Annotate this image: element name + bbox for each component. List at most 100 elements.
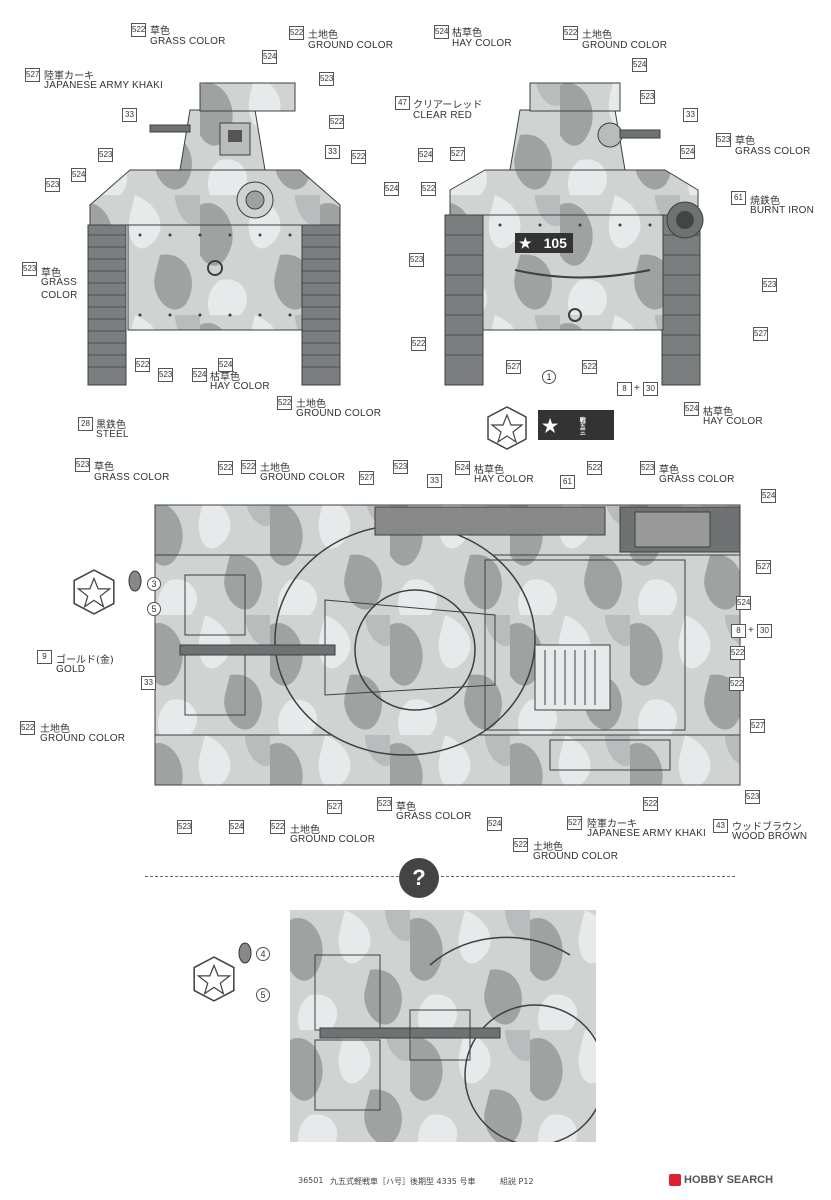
unit-emblem-icon xyxy=(73,569,115,615)
paint-code: 527 xyxy=(25,68,40,82)
paint-code: 524 xyxy=(192,368,207,382)
paint-code: 524 xyxy=(684,402,699,416)
paint-code: 522 xyxy=(277,396,292,410)
decal-number: 5 xyxy=(256,988,270,1002)
paint-name-en: GROUND COLOR xyxy=(533,851,619,862)
paint-ref: 522 xyxy=(351,150,366,164)
paint-code: 523 xyxy=(716,133,731,147)
paint-code: 522 xyxy=(289,26,304,40)
paint-ref: 522 xyxy=(411,337,426,351)
paint-ref: 523 xyxy=(640,90,655,104)
paint-name-en: GROUND COLOR xyxy=(260,472,346,483)
decal-ref: 8 xyxy=(731,624,746,638)
paint-ref: 522 xyxy=(729,677,744,691)
paint-name-en: HAY COLOR xyxy=(474,474,534,485)
paint-ref: 522 xyxy=(643,797,658,811)
paint-name-en: CLEAR RED xyxy=(413,110,473,121)
unit-emblem-icon xyxy=(193,956,235,1002)
paint-ref: 523 xyxy=(393,460,408,474)
paint-ref: 523 xyxy=(158,368,173,382)
paint-name-en: GRASS xyxy=(41,277,78,288)
paint-code: 527 xyxy=(567,816,582,830)
paint-ref: 527 xyxy=(756,560,771,574)
paint-ref: 524 xyxy=(736,596,751,610)
paint-name-jp: 土地色 xyxy=(582,30,612,41)
paint-name-jp: 陸軍カーキ xyxy=(587,819,637,830)
paint-ref: 527 xyxy=(750,719,765,733)
paint-ref: 527 xyxy=(450,147,465,161)
front-view-drawing xyxy=(87,82,341,386)
paint-code: 523 xyxy=(75,458,90,472)
paint-ref: 527 xyxy=(506,360,521,374)
paint-ref: 523 xyxy=(319,72,334,86)
paint-ref: 527 xyxy=(327,800,342,814)
emblem-decal-icon xyxy=(238,942,252,964)
paint-name-en: GROUND COLOR xyxy=(296,408,382,419)
paint-name-jp: 枯草色 xyxy=(703,407,733,418)
marking-decal: ★ 戦五三 105 xyxy=(538,410,614,468)
paint-name-en: GROUND COLOR xyxy=(290,834,376,845)
brand-name: HOBBY SEARCH xyxy=(684,1174,774,1186)
paint-code: 9 xyxy=(37,650,52,664)
paint-code: 524 xyxy=(434,25,449,39)
paint-ref: 524 xyxy=(761,489,776,503)
section-divider xyxy=(145,876,735,877)
decal-ref: 30 xyxy=(757,624,772,638)
detail-view-drawing xyxy=(290,910,596,1142)
paint-ref: 522 xyxy=(329,115,344,129)
marking-number: 105 xyxy=(543,235,567,251)
marking-number: 105 xyxy=(538,443,575,468)
decal-number: 1 xyxy=(542,370,556,384)
paint-name-en: BURNT IRON xyxy=(750,205,815,216)
decal-number: 4 xyxy=(256,947,270,961)
paint-ref: 522 xyxy=(218,461,233,475)
footer-code: 36501 xyxy=(298,1176,324,1185)
paint-name-en: GRASS COLOR xyxy=(94,472,170,483)
paint-name-en: JAPANESE ARMY KHAKI xyxy=(587,828,707,839)
paint-code: 524 xyxy=(455,461,470,475)
paint-name-jp: 草色 xyxy=(150,26,170,37)
paint-ref: 61 xyxy=(560,475,575,489)
emblem-decal-icon xyxy=(128,570,142,592)
paint-ref: 522 xyxy=(587,461,602,475)
paint-name-en: GOLD xyxy=(56,664,86,675)
paint-ref: 524 xyxy=(632,58,647,72)
paint-code: 522 xyxy=(241,460,256,474)
unit-emblem-icon xyxy=(487,406,527,450)
paint-ref: 527 xyxy=(753,327,768,341)
paint-ref: 33 xyxy=(141,676,156,690)
paint-ref: 524 xyxy=(229,820,244,834)
paint-ref: 522 xyxy=(135,358,150,372)
paint-code: 522 xyxy=(563,26,578,40)
plus-sign: + xyxy=(748,625,754,636)
paint-code: 523 xyxy=(377,797,392,811)
paint-name-en: JAPANESE ARMY KHAKI xyxy=(44,80,164,91)
paint-name-jp: クリアーレッド xyxy=(413,100,483,111)
paint-name-en: GROUND COLOR xyxy=(308,40,394,51)
paint-name-en: GRASS COLOR xyxy=(735,146,811,157)
paint-ref: 523 xyxy=(45,178,60,192)
decal-number: 5 xyxy=(147,602,161,616)
paint-name-jp: 土地色 xyxy=(533,842,563,853)
paint-name-en: STEEL xyxy=(96,429,129,440)
tactical-marking: ★105 xyxy=(515,233,573,253)
paint-name-jp: 枯草色 xyxy=(210,372,240,383)
paint-name-en: GROUND COLOR xyxy=(582,40,668,51)
paint-name-jp: 草色 xyxy=(94,462,114,473)
paint-code: 523 xyxy=(22,262,37,276)
paint-code: 61 xyxy=(731,191,746,205)
paint-name-en: HAY COLOR xyxy=(210,381,270,392)
paint-code: 523 xyxy=(640,461,655,475)
paint-ref: 524 xyxy=(262,50,277,64)
paint-name-jp: ゴールド(金) xyxy=(56,655,114,666)
paint-name-jp: 土地色 xyxy=(296,399,326,410)
paint-ref: 524 xyxy=(218,358,233,372)
paint-ref: 523 xyxy=(745,790,760,804)
paint-name-jp: 草色 xyxy=(659,465,679,476)
paint-name-jp: 土地色 xyxy=(308,30,338,41)
paint-name-jp: 枯草色 xyxy=(452,28,482,39)
paint-ref: 33 xyxy=(122,108,137,122)
paint-name-jp: 草色 xyxy=(735,136,755,147)
paint-name-jp: ウッドブラウン xyxy=(732,822,802,833)
paint-name-jp: 草色 xyxy=(41,268,61,279)
